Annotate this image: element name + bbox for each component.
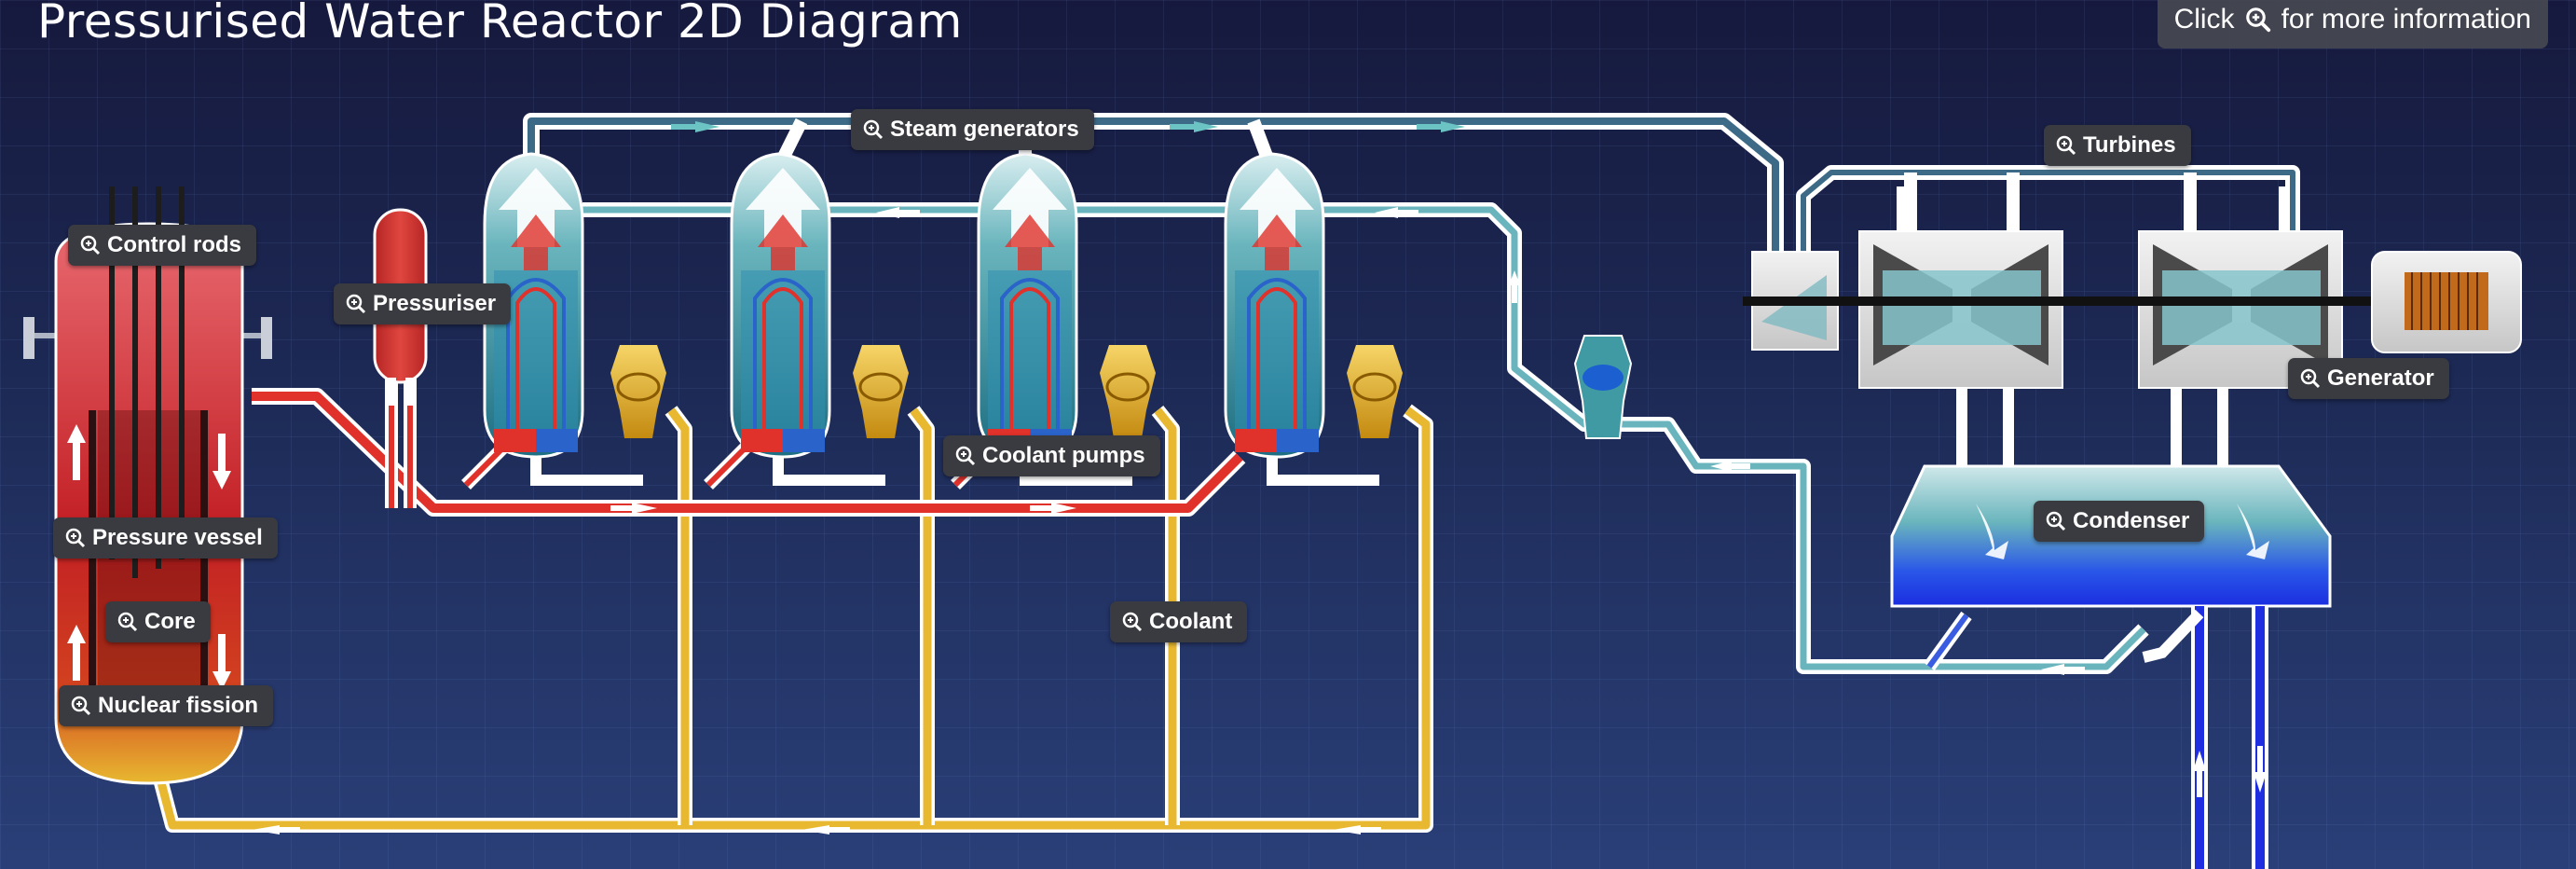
generator-shape — [2371, 251, 2522, 353]
help-text-before: Click — [2173, 4, 2235, 34]
turbine-lp-1 — [1858, 230, 2063, 389]
label-text: Condenser — [2073, 508, 2190, 533]
label-pressuriser[interactable]: Pressuriser — [334, 283, 512, 324]
help-hint: Click for more information — [2157, 0, 2548, 48]
label-turbines[interactable]: Turbines — [2044, 125, 2191, 166]
steam-generator-3 — [977, 152, 1078, 459]
zoom-in-icon — [1122, 612, 1143, 632]
label-core[interactable]: Core — [105, 601, 211, 642]
label-steam-generators[interactable]: Steam generators — [851, 109, 1094, 150]
label-text: Core — [144, 609, 196, 634]
label-condenser[interactable]: Condenser — [2034, 501, 2205, 542]
return-coolant-pipes — [142, 404, 1433, 833]
zoom-in-icon — [863, 119, 884, 140]
feedwater-pump — [1573, 335, 1633, 439]
label-text: Coolant pumps — [982, 443, 1145, 468]
hot-flow-arrows — [610, 503, 1076, 514]
zoom-in-icon — [80, 235, 101, 255]
zoom-in-icon — [955, 446, 976, 466]
label-coolant[interactable]: Coolant — [1110, 601, 1248, 642]
label-text: Turbines — [2083, 132, 2176, 158]
steam-lines — [523, 113, 2300, 252]
coolant-pump-2 — [853, 345, 909, 438]
label-text: Pressuriser — [373, 291, 497, 316]
zoom-in-icon — [71, 696, 91, 716]
zoom-in-icon — [346, 294, 366, 314]
page-title: Pressurised Water Reactor 2D Diagram — [37, 0, 963, 48]
cooling-water-pipes — [2142, 606, 2268, 869]
zoom-in-icon — [2046, 511, 2066, 531]
turbine-lp-2 — [2138, 230, 2343, 389]
feedwater-line — [582, 202, 2149, 674]
zoom-in-icon — [2300, 368, 2321, 389]
label-nuclear-fission[interactable]: Nuclear fission — [59, 685, 274, 726]
label-text: Steam generators — [890, 117, 1079, 142]
zoom-in-icon — [2056, 135, 2076, 156]
steam-generator-2 — [730, 152, 831, 459]
label-generator[interactable]: Generator — [2288, 358, 2449, 399]
zoom-in-icon — [117, 612, 138, 632]
coolant-pump-1 — [610, 345, 666, 438]
label-text: Control rods — [107, 232, 241, 257]
steam-flow-arrows — [671, 121, 1465, 132]
label-text: Pressure vessel — [92, 525, 263, 550]
cooling-water-arrows — [2193, 746, 2267, 797]
zoom-in-icon — [2245, 7, 2270, 33]
label-text: Generator — [2327, 366, 2434, 391]
coolant-pump-4 — [1347, 345, 1403, 438]
label-coolant-pumps[interactable]: Coolant pumps — [943, 435, 1160, 476]
label-pressure-vessel[interactable]: Pressure vessel — [53, 517, 278, 559]
pressure-vessel-shape — [23, 186, 272, 785]
help-text-after: for more information — [2281, 4, 2531, 34]
return-flow-arrows — [252, 825, 1381, 835]
label-text: Coolant — [1149, 609, 1233, 634]
coolant-pump-3 — [1100, 345, 1156, 438]
label-text: Nuclear fission — [98, 693, 259, 718]
label-control-rods[interactable]: Control rods — [68, 225, 256, 266]
cold-leg-pipes — [530, 457, 1379, 486]
feedwater-arrows — [876, 207, 2085, 675]
turbine-shaft — [1743, 297, 2395, 306]
steam-generator-4 — [1224, 152, 1325, 459]
exhaust-pipes — [1956, 388, 2228, 466]
zoom-in-icon — [65, 528, 86, 548]
